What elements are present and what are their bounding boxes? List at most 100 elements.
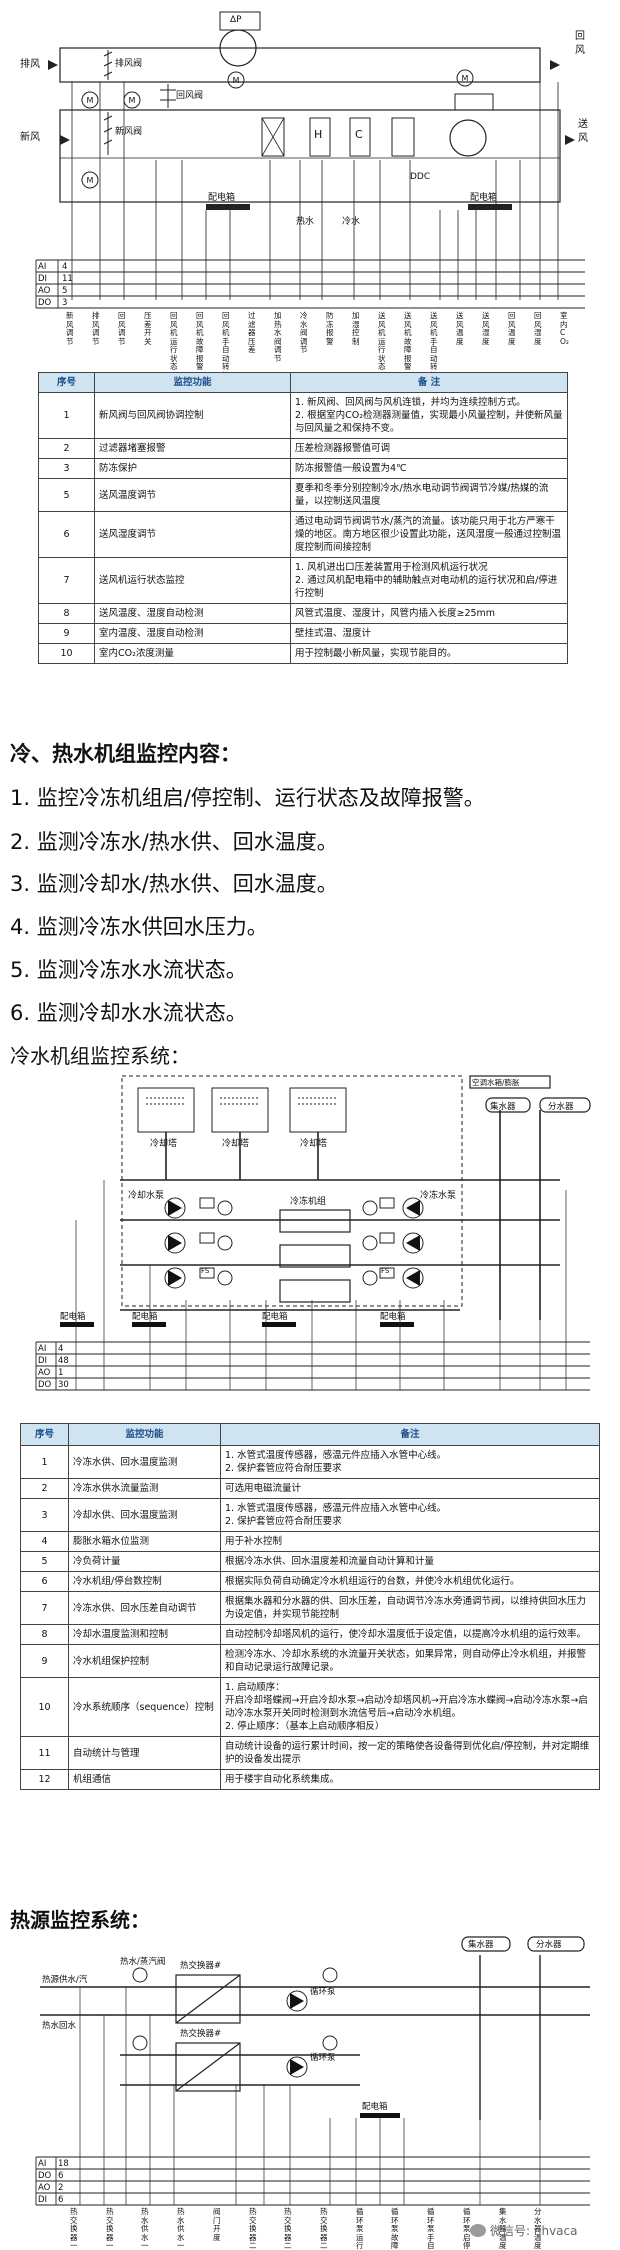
ddc-label: DDC bbox=[410, 172, 431, 182]
point-label: 集水器温度 bbox=[499, 2207, 507, 2250]
chiller-item-2: 2. 监测冷冻水/热水供、回水温度。 bbox=[10, 830, 338, 854]
note-line: 2. 通过风机配电箱中的辅助触点对电动机的运行状况和启/停进行控制 bbox=[295, 575, 558, 599]
row-function: 室内温度、湿度自动检测 bbox=[94, 623, 291, 644]
fs-label-2: FS bbox=[381, 1267, 390, 1275]
note-line: 根据集水器和分水器的供、回水压差，自动调节冷冻水旁通调节阀，以维持供回水压力为设… bbox=[225, 1596, 587, 1620]
coil-c-label: C bbox=[355, 128, 363, 141]
row-notes: 自动控制冷却塔风机的运行，使冷却水温度低于设定值，以提高冷水机组的运行效率。 bbox=[220, 1624, 600, 1645]
header-no: 序号 bbox=[20, 1423, 69, 1446]
row-notes: 1. 新风阀、回风阀与风机连锁，并均为连续控制方式。2. 根据室内CO₂检测器测… bbox=[290, 392, 568, 439]
row-no: 1 bbox=[38, 392, 95, 439]
chiller-item-6: 6. 监测冷却水水流状态。 bbox=[10, 1001, 247, 1025]
hx-label-a: 热交换器# bbox=[180, 1961, 222, 1971]
note-line: 开启冷却塔蝶阀→开启冷却水泵→启动冷却塔风机→开启冷冻水蝶阀→启动冷冻水泵→启动… bbox=[225, 1695, 588, 1719]
exhaust-label: 排风 bbox=[20, 59, 40, 70]
point-label: 送风湿度 bbox=[482, 311, 490, 346]
ahu-bus-counts: 4 11 5 3 bbox=[62, 262, 73, 308]
tower-label-2: 冷却塔 bbox=[222, 1139, 250, 1149]
wechat-icon bbox=[470, 2224, 486, 2237]
row-no: 2 bbox=[20, 1478, 69, 1499]
point-label: 冷水阀调节 bbox=[300, 311, 308, 354]
watermark-text: 微信号: nhvaca bbox=[490, 2224, 578, 2238]
heat-bus-labels: AI DO AO DI bbox=[38, 2159, 52, 2205]
row-no: 3 bbox=[20, 1498, 69, 1532]
row-notes: 压差检测器报警值可调 bbox=[290, 438, 568, 459]
point-label: 热交换器二次水温度 bbox=[320, 2207, 328, 2250]
chiller-item-3: 3. 监测冷却水/热水供、回水温度。 bbox=[10, 872, 338, 896]
point-label: 热交换器二次回水温度 bbox=[284, 2207, 292, 2250]
note-line: 风管式温度、湿度计，风管内插入长度≥25mm bbox=[295, 608, 496, 619]
row-notes: 防冻报警值一般设置为4℃ bbox=[290, 458, 568, 479]
chilled-pump-label: 冷冻水泵 bbox=[420, 1191, 457, 1201]
expansion-label: 空调水箱/膨胀 bbox=[472, 1078, 520, 1087]
point-label: 热水供水一次回水温度 bbox=[141, 2207, 149, 2250]
row-function: 自动统计与管理 bbox=[68, 1736, 221, 1770]
point-label: 循环泵故障报警 bbox=[391, 2207, 399, 2250]
cabinet-label-c3: 配电箱 bbox=[262, 1312, 288, 1322]
row-function: 送风温度、湿度自动检测 bbox=[94, 603, 291, 624]
ahu-diagram-labels: 排风 新风 回风 送风 排风阀 回风阀 新风阀 ΔP H C 冷水 热水 配电箱… bbox=[0, 0, 620, 379]
note-line: 用于控制最小新风量，实现节能目的。 bbox=[295, 648, 457, 659]
heat-point-labels: 热交换器一次供水温度热交换器一次回水温度热水供水一次回水温度热水供水一次供水流量… bbox=[70, 2207, 570, 2250]
fs-label-1: FS bbox=[201, 1267, 210, 1275]
coil-h-label: H bbox=[314, 128, 323, 141]
row-no: 7 bbox=[20, 1591, 69, 1625]
point-label: 回风机运行状态 bbox=[170, 311, 178, 371]
row-notes: 1. 启动顺序：开启冷却塔蝶阀→开启冷却水泵→启动冷却塔风机→开启冷冻水蝶阀→启… bbox=[220, 1677, 600, 1737]
chiller-diagram bbox=[0, 1070, 620, 1410]
note-line: 自动统计设备的运行累计时间，按一定的策略使各设备得到优化启/停控制，并对定期维护… bbox=[225, 1741, 590, 1765]
row-no: 7 bbox=[38, 557, 95, 604]
point-label: 热水供水一次供水流量 bbox=[177, 2207, 185, 2250]
row-no: 11 bbox=[20, 1736, 69, 1770]
point-label: 回风调节 bbox=[118, 311, 126, 346]
steam-label: 热水/蒸汽阀 bbox=[120, 1957, 166, 1967]
point-label: 加热水阀调节 bbox=[274, 311, 282, 363]
point-label: 回风机故障报警 bbox=[196, 311, 204, 371]
note-line: 2. 根据室内CO₂检测器测量值，实现最小风量控制，并使新风量与回风量之和保持不… bbox=[295, 410, 563, 434]
row-notes: 壁挂式温、湿度计 bbox=[290, 623, 568, 644]
point-label: 加湿控制 bbox=[352, 311, 360, 346]
chiller-diagram-labels: 冷却塔 冷却塔 冷却塔 冷却水泵 冷冻水泵 冷冻机组 集水器 分水器 空调水箱/… bbox=[0, 1070, 620, 1410]
pump-label-2: 循环泵 bbox=[310, 2053, 336, 2063]
row-notes: 可选用电磁流量计 bbox=[220, 1478, 600, 1499]
heat-diagram-labels: 热水/蒸汽阀 热交换器# 热交换器# 循环泵 循环泵 热源供水/汽 热水回水 配… bbox=[0, 1935, 620, 2220]
table-header-row: 序号 监控功能 备注 bbox=[20, 1423, 600, 1446]
point-label: 送风机运行状态 bbox=[378, 311, 386, 371]
row-function: 冷负荷计量 bbox=[68, 1551, 221, 1572]
heat-water-dist: 分水器 bbox=[536, 1940, 562, 1950]
row-notes: 通过电动调节阀调节水/蒸汽的流量。该功能只用于北方严寒干燥的地区。南方地区很少设… bbox=[290, 511, 568, 558]
exhaust-damper-label: 排风阀 bbox=[115, 59, 143, 69]
row-notes: 用于补水控制 bbox=[220, 1531, 600, 1552]
row-function: 冷水系统顺序（sequence）控制 bbox=[68, 1677, 221, 1737]
note-line: 自动控制冷却塔风机的运行，使冷却水温度低于设定值，以提高冷水机组的运行效率。 bbox=[225, 1629, 587, 1640]
point-label: 回风机手自动转换 bbox=[222, 311, 230, 379]
water-tank-label: 集水器 bbox=[490, 1102, 516, 1112]
heat-diagram bbox=[0, 1935, 620, 2220]
row-notes: 根据集水器和分水器的供、回水压差，自动调节冷冻水旁通调节阀，以维持供回水压力为设… bbox=[220, 1591, 600, 1625]
row-notes: 1. 水管式温度传感器，感温元件应插入水管中心线。2. 保护套管应符合耐压要求 bbox=[220, 1498, 600, 1532]
row-function: 送风温度调节 bbox=[94, 478, 291, 512]
row-no: 1 bbox=[20, 1445, 69, 1479]
note-line: 1. 水管式温度传感器，感温元件应插入水管中心线。 bbox=[225, 1450, 447, 1461]
row-no: 2 bbox=[38, 438, 95, 459]
row-notes: 1. 水管式温度传感器，感温元件应插入水管中心线。2. 保护套管应符合耐压要求 bbox=[220, 1445, 600, 1479]
row-function: 防冻保护 bbox=[94, 458, 291, 479]
row-no: 6 bbox=[38, 511, 95, 558]
chiller-item-5: 5. 监测冷冻水水流状态。 bbox=[10, 958, 247, 982]
row-no: 5 bbox=[38, 478, 95, 512]
cabinet-label-1: 配电箱 bbox=[208, 193, 236, 203]
row-function: 冷却水供、回水温度监测 bbox=[68, 1498, 221, 1532]
note-line: 2. 停止顺序：（基本上启动顺序相反） bbox=[225, 1721, 385, 1732]
